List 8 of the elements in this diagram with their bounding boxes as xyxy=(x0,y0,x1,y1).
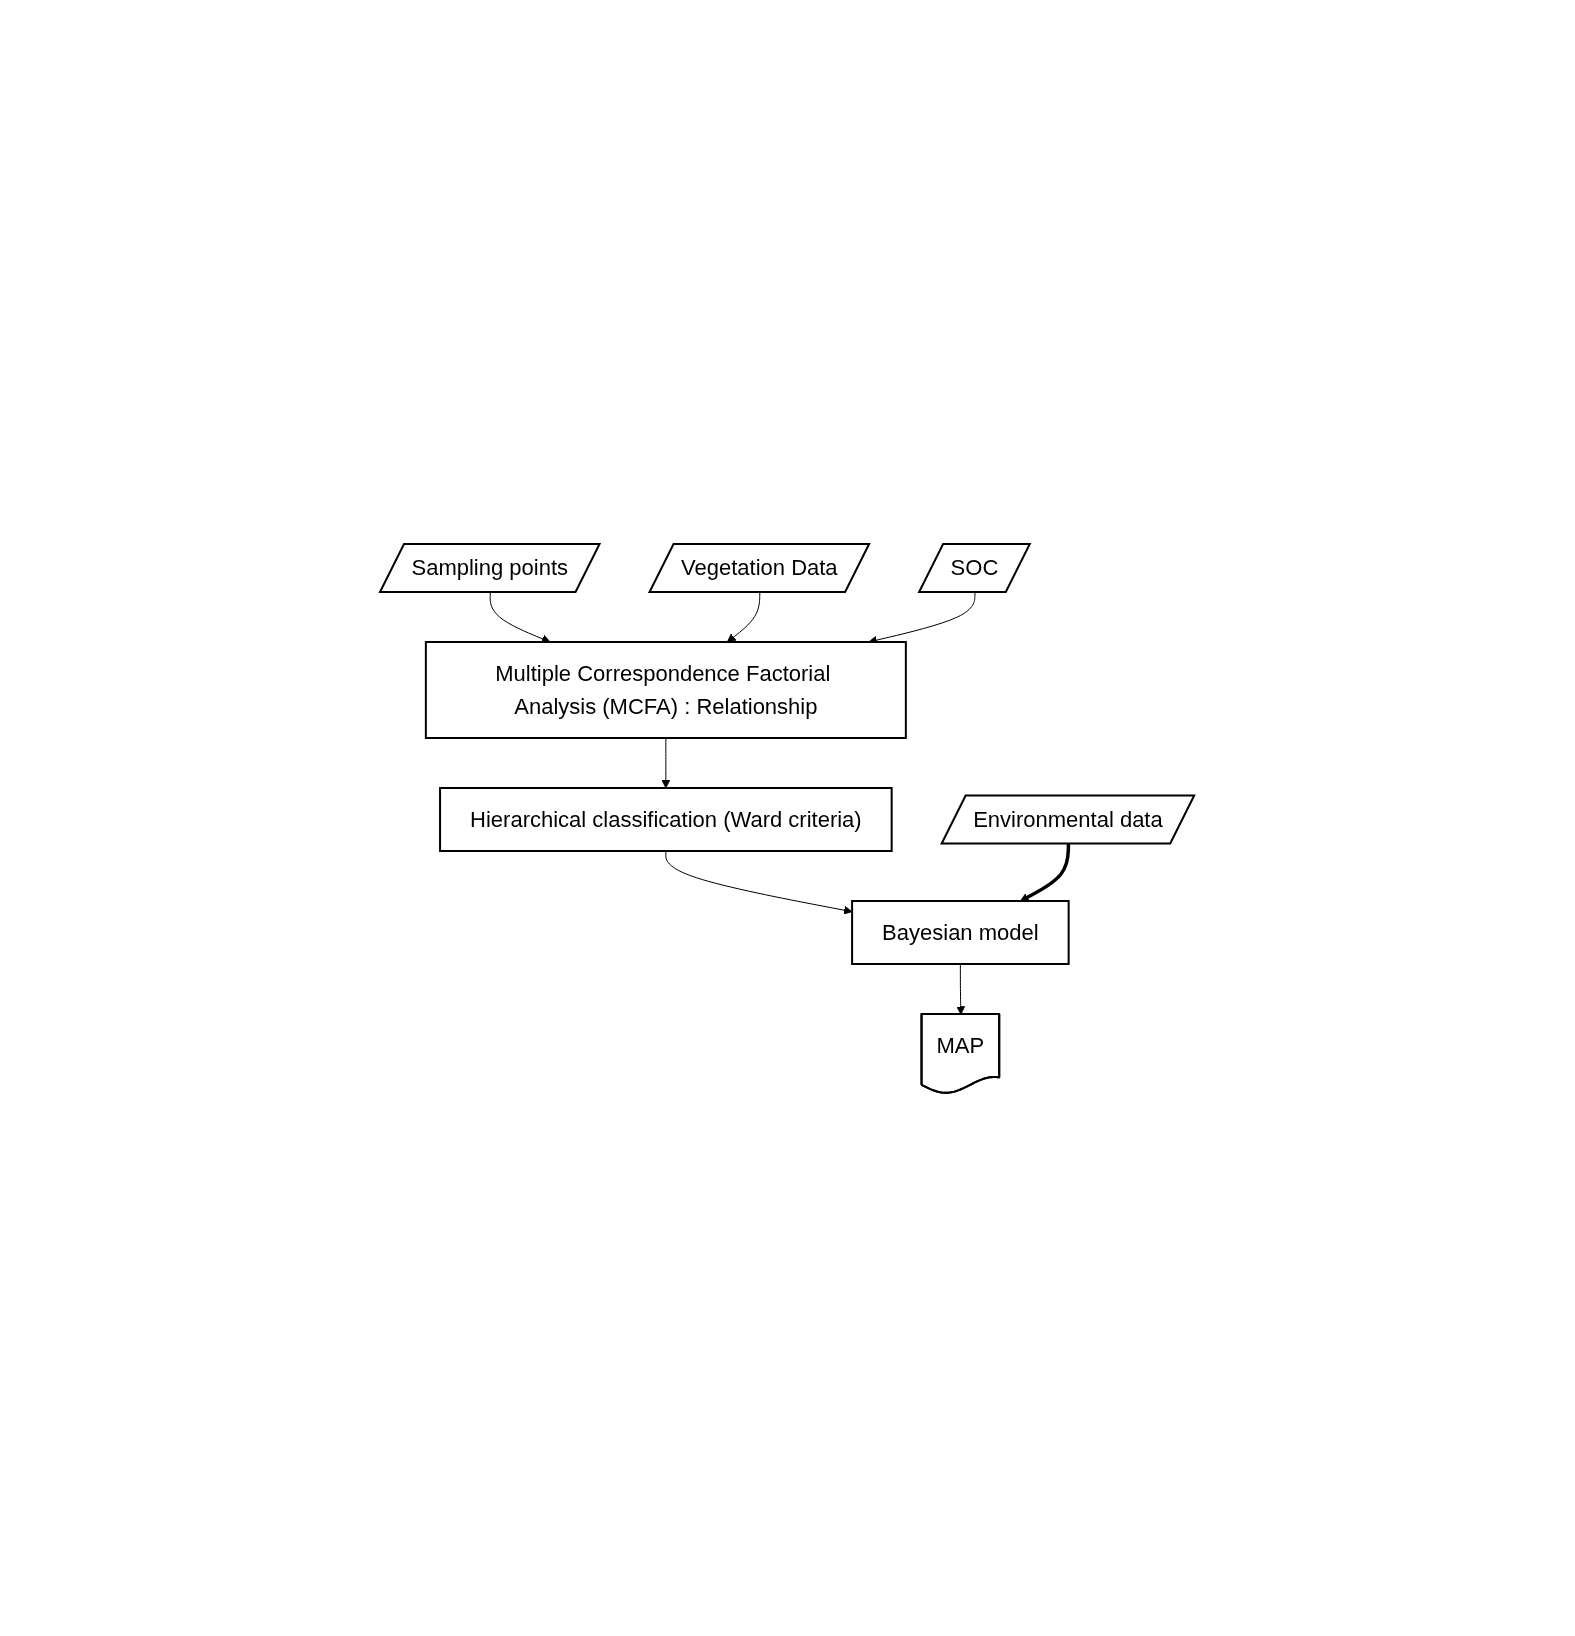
arrow xyxy=(490,591,551,643)
node-box: Multiple Correspondence Factorial Analysis (MCFA) : Relationship xyxy=(425,640,908,739)
arrow xyxy=(661,737,671,788)
arrow xyxy=(1020,843,1071,901)
node-box: Bayesian model xyxy=(851,899,1071,965)
arrow xyxy=(727,591,761,642)
node-box: Hierarchical classification (Ward criteria) xyxy=(439,786,894,852)
arrow xyxy=(665,850,853,915)
